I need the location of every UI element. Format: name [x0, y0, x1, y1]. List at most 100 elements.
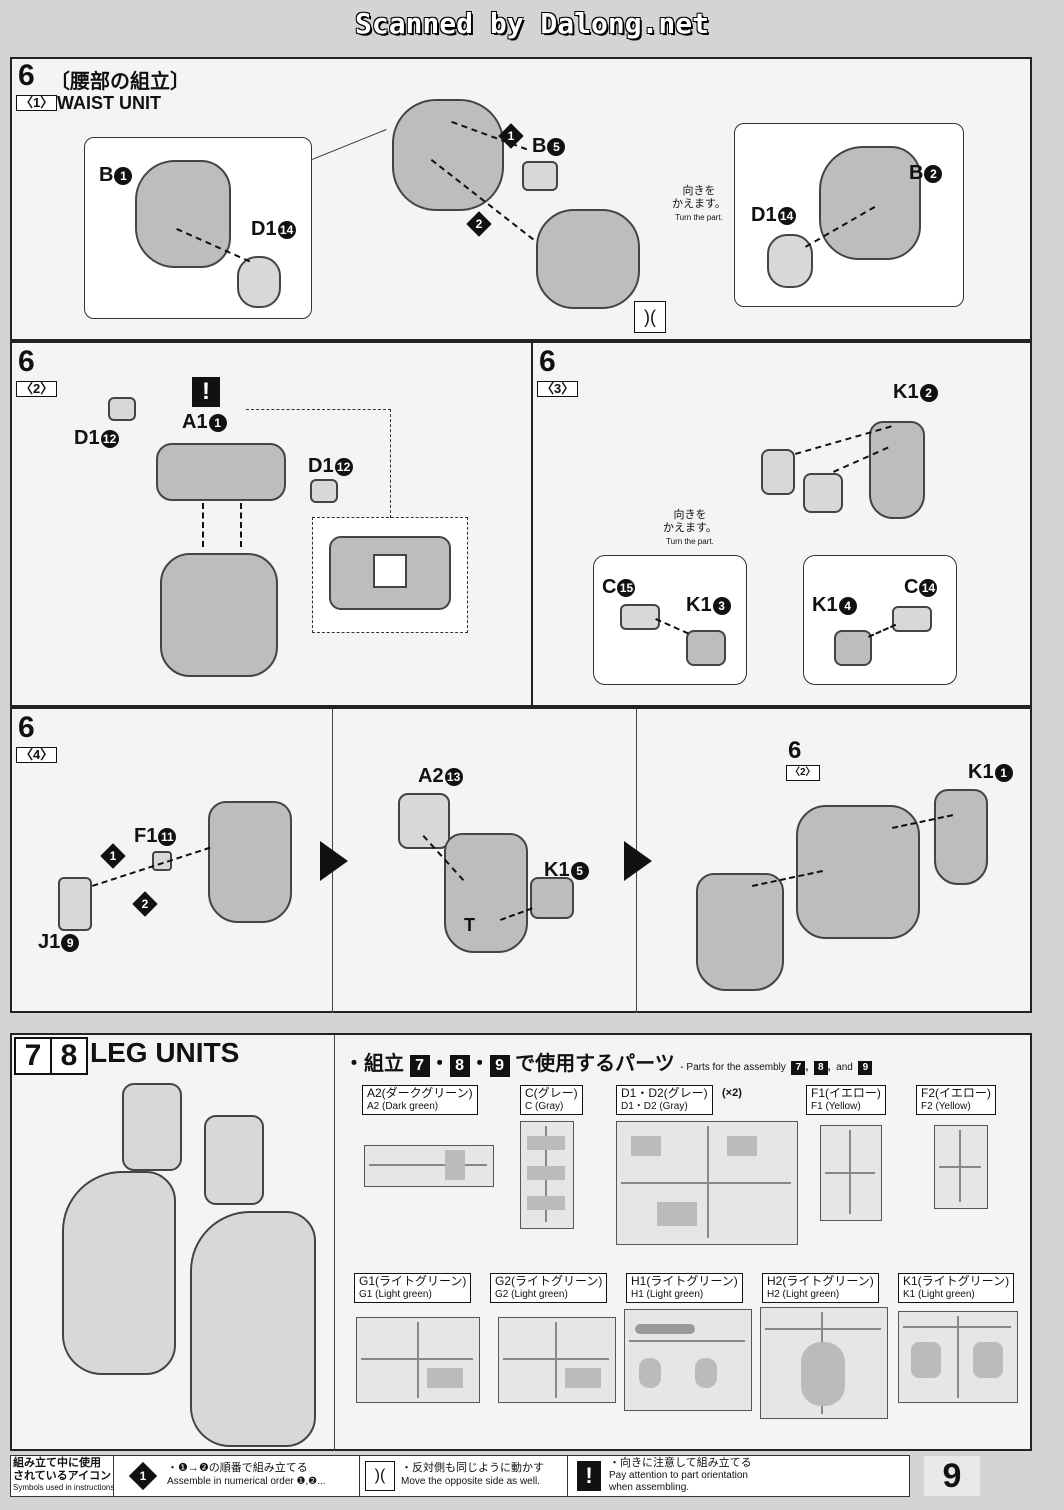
runner-d1-d2-sprue [616, 1121, 798, 1245]
ref-step-number: 6 [788, 737, 802, 764]
waist-assembly [796, 805, 920, 939]
runner-label-a2: A2(ダークグリーン)A2 (Dark green) [362, 1085, 478, 1115]
assembly-arrow [240, 503, 242, 547]
part-k1-2-shape [869, 421, 925, 519]
step-title-jp: 〔腰部の組立〕 [50, 71, 190, 93]
substep-label: 〈1〉 [16, 95, 58, 111]
runner-label-f1: F1(イエロー)F1 (Yellow) [806, 1085, 886, 1115]
t-mark: T [464, 915, 475, 935]
leg-left-thigh [122, 1083, 182, 1171]
detail-callout-line [246, 409, 391, 518]
step-number-7: 7 [14, 1037, 52, 1075]
assembly-7-icon: 7 [409, 1055, 430, 1077]
part-c15-shape [620, 604, 660, 630]
step-number-8: 8 [50, 1037, 88, 1075]
part-d1-12-left-shape [108, 397, 136, 421]
page-number: 9 [924, 1456, 980, 1496]
part-k1-5-shape [530, 877, 574, 919]
substep-label: 〈3〉 [537, 381, 579, 397]
assembly-8-icon: 8 [449, 1055, 470, 1077]
order-2-icon: 2 [132, 891, 158, 917]
part-c15-assembly [761, 449, 795, 495]
part-a1-shape [156, 443, 286, 501]
runner-g1-sprue [356, 1317, 480, 1403]
turn-part-note: 向きをかえます。Turn the part. [663, 509, 717, 546]
runner-h1-sprue [624, 1309, 752, 1411]
legend-divider [359, 1456, 360, 1496]
part-k1-1-shape [934, 789, 988, 885]
runner-g2-sprue [498, 1317, 616, 1403]
order-1-icon: 1 [100, 843, 126, 869]
runner-a2-sprue [364, 1145, 494, 1187]
step-7-8-panel: 7 8 LEG UNITS ・組立 7・8・9 で使用するパーツ - Parts… [10, 1033, 1032, 1451]
runner-h2-sprue [760, 1307, 888, 1419]
runner-f1-sprue [820, 1125, 882, 1221]
callout-line [312, 129, 387, 160]
part-c14-shape [892, 606, 932, 632]
leg-joint-part [208, 801, 292, 923]
detail-view-box [312, 517, 468, 633]
leg-left-shin [62, 1171, 176, 1375]
step-title: LEG UNITS [90, 1037, 240, 1068]
runner-label-f2: F2(イエロー)F2 (Yellow) [916, 1085, 996, 1115]
next-step-arrow [624, 841, 652, 881]
order-2-icon: 2 [466, 211, 492, 237]
part-k1-4-shape [834, 630, 872, 666]
ref-substep-label: 〈2〉 [786, 765, 820, 781]
runner-multiplier: (×2) [722, 1087, 742, 1099]
step-number: 6 [18, 345, 35, 378]
legend-divider [567, 1456, 568, 1496]
legend-divider [113, 1456, 114, 1496]
next-step-arrow [320, 841, 348, 881]
assembly-9-icon: 9 [489, 1055, 510, 1077]
leg-joint-assembly-final [696, 873, 784, 991]
assembly-arrow [655, 618, 689, 635]
part-k1-3-shape [686, 630, 726, 666]
leg-right-thigh [204, 1115, 264, 1205]
move-opposite-side-icon: )( [365, 1461, 395, 1491]
step-title-en: WAIST UNIT [57, 93, 161, 113]
leg-joint-assembly [444, 833, 528, 953]
assembly-arrow [202, 503, 204, 547]
warning-icon: ! [577, 1461, 601, 1491]
runner-label-k1: K1(ライトグリーン)K1 (Light green) [898, 1273, 1015, 1303]
waist-rear-assembly [536, 209, 640, 309]
part-a1-top-view-hole [373, 554, 407, 588]
step-number: 6 [18, 711, 35, 744]
part-b1-shape [135, 160, 231, 268]
runner-f2-sprue [934, 1125, 988, 1209]
step-number: 6 [539, 345, 556, 378]
runner-label-c: C(グレー)C (Gray) [520, 1085, 583, 1115]
part-c14-assembly [803, 473, 843, 513]
part-d1-14-right-shape [767, 234, 813, 288]
warning-icon: ! [192, 377, 220, 407]
part-b5-shape [522, 161, 558, 191]
part-d1-14-shape [237, 256, 281, 308]
substep-label: 〈2〉 [16, 381, 58, 397]
turn-part-note: 向きをかえます。Turn the part. [672, 185, 726, 222]
